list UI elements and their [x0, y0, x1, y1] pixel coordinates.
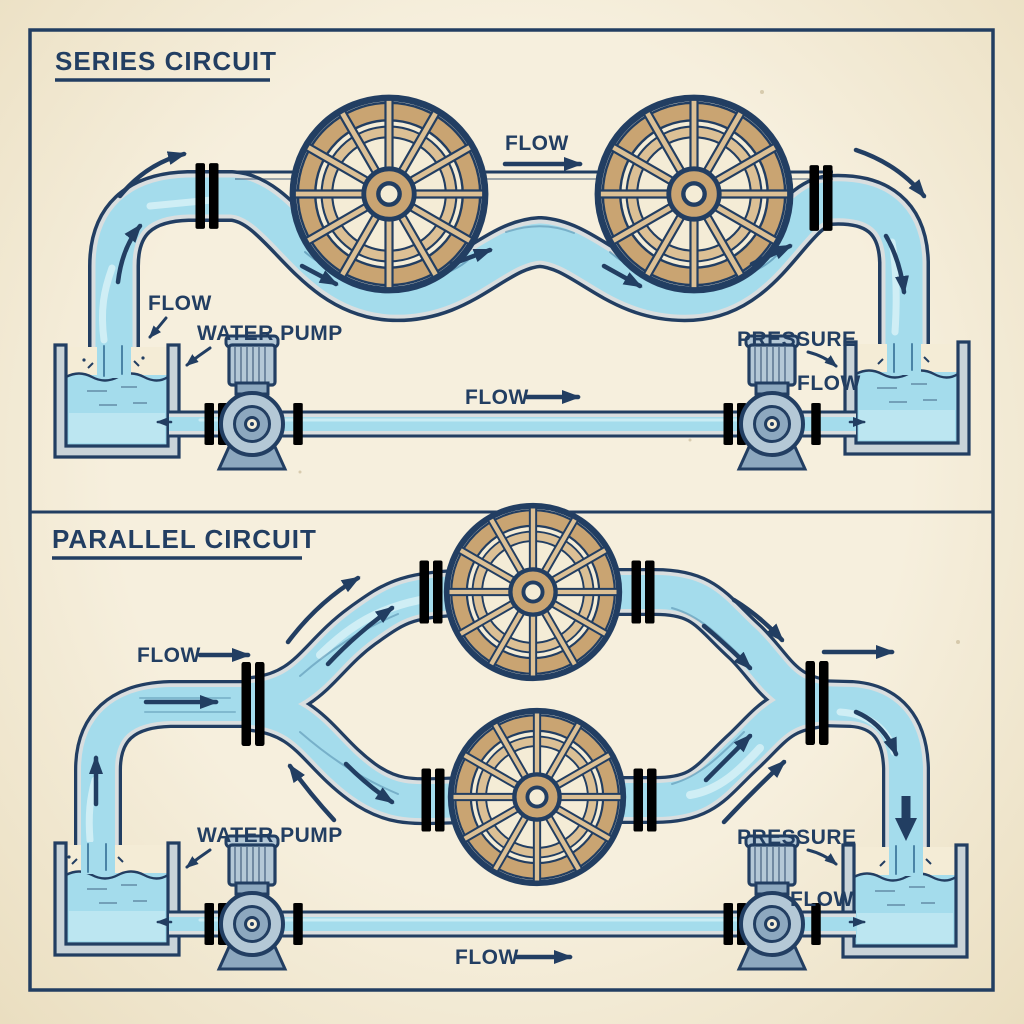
parallel-title: PARALLEL CIRCUIT	[52, 524, 317, 554]
water-pump-label: WATER PUMP	[197, 322, 343, 345]
pressure-label: PRESSURE	[737, 826, 857, 849]
series-right-pump	[737, 334, 807, 471]
series-title: SERIES CIRCUIT	[55, 46, 277, 76]
series-left-pump	[217, 334, 287, 471]
parallel-right-inflow	[879, 796, 932, 876]
flow-label: FLOW	[790, 888, 854, 911]
label-pointer-arrow	[806, 848, 838, 866]
flow-label: FLOW	[455, 946, 519, 969]
parallel-flow-arrows	[89, 575, 899, 825]
flow-label: FLOW	[465, 386, 529, 409]
flow-label: FLOW	[505, 132, 569, 155]
parallel-left-tank	[53, 841, 181, 957]
poster-frame	[28, 28, 995, 992]
parallel-wheel-bottom	[451, 711, 623, 883]
pressure-label: PRESSURE	[737, 328, 857, 351]
paper-speckles	[298, 90, 960, 644]
flow-label: FLOW	[797, 372, 861, 395]
label-pointer-arrow	[185, 848, 212, 869]
parallel-labels: PARALLEL CIRCUIT FLOW WATER PUMP PRESSUR…	[52, 524, 857, 969]
series-left-inflow	[82, 344, 145, 378]
parallel-left-pump	[217, 834, 287, 971]
parallel-wheel-top	[447, 506, 619, 678]
flow-label: FLOW	[137, 644, 201, 667]
series-labels: SERIES CIRCUIT FLOW WATER PUMP FLOW PRES…	[55, 46, 861, 409]
label-pointer-arrow	[185, 346, 212, 367]
label-pointer-arrow	[806, 350, 838, 368]
series-right-inflow	[877, 342, 930, 375]
water-pump-label: WATER PUMP	[197, 824, 343, 847]
parallel-panel: PARALLEL CIRCUIT FLOW WATER PUMP PRESSUR…	[52, 506, 969, 971]
label-pointer-arrow	[148, 316, 168, 339]
series-panel: SERIES CIRCUIT FLOW WATER PUMP FLOW PRES…	[53, 46, 971, 471]
parallel-left-inflow	[67, 842, 124, 874]
flow-label: FLOW	[148, 292, 212, 315]
series-flow-arrows	[115, 147, 927, 295]
